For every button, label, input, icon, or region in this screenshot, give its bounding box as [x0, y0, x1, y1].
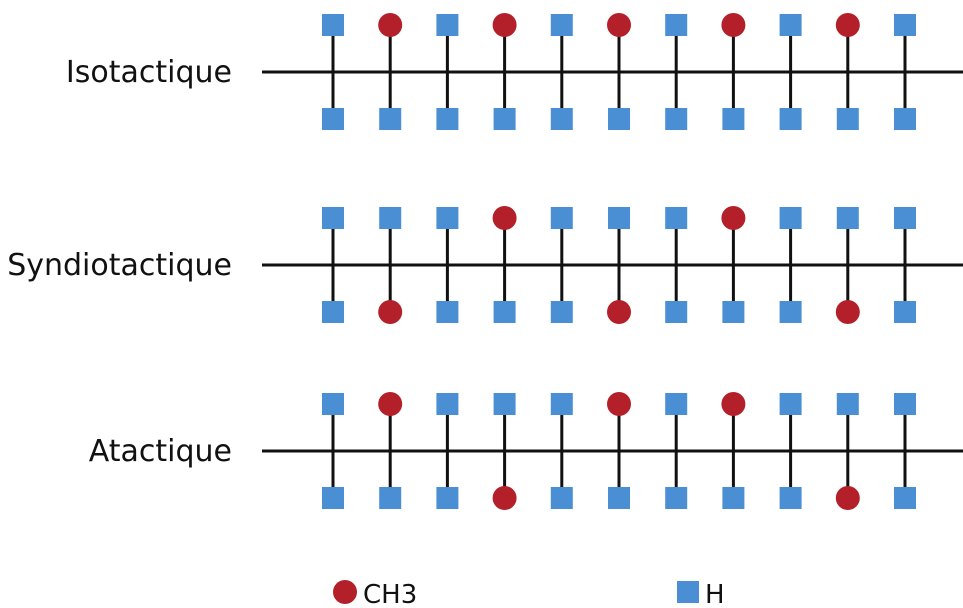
legend-ch3-label: CH3: [363, 580, 417, 608]
top-ch3-marker: [607, 13, 631, 37]
top-ch3-marker: [607, 392, 631, 416]
bottom-h-marker: [493, 108, 516, 130]
top-h-marker: [779, 207, 802, 229]
top-h-marker: [665, 207, 688, 229]
top-h-marker: [322, 393, 344, 415]
bottom-ch3-marker: [378, 300, 403, 324]
top-h-marker: [550, 14, 573, 36]
top-ch3-marker: [492, 13, 517, 37]
bottom-h-marker: [436, 108, 459, 130]
top-h-marker: [779, 14, 802, 36]
legend-h-label: H: [705, 580, 725, 608]
bottom-h-marker: [665, 108, 688, 130]
row-label: Isotactique: [66, 55, 232, 90]
bottom-h-marker: [436, 301, 459, 323]
top-h-marker: [436, 207, 459, 229]
legend-h-marker: [677, 581, 699, 603]
bottom-h-marker: [665, 301, 688, 323]
top-ch3-marker: [492, 206, 517, 230]
top-ch3-marker: [835, 13, 860, 37]
top-h-marker: [836, 393, 859, 415]
bottom-h-marker: [779, 487, 802, 509]
bottom-h-marker: [779, 108, 802, 130]
top-ch3-marker: [721, 392, 746, 416]
top-ch3-marker: [721, 206, 746, 230]
bottom-h-marker: [608, 108, 630, 130]
top-h-marker: [436, 393, 459, 415]
bottom-h-marker: [493, 301, 516, 323]
bottom-h-marker: [550, 301, 573, 323]
polymer-row: Atactique: [89, 392, 963, 510]
bottom-h-marker: [722, 108, 745, 130]
bottom-h-marker: [436, 487, 459, 509]
top-h-marker: [894, 207, 916, 229]
bottom-ch3-marker: [492, 486, 517, 510]
top-h-marker: [894, 393, 916, 415]
polymer-row: Isotactique: [66, 13, 963, 130]
top-h-marker: [779, 393, 802, 415]
bottom-ch3-marker: [835, 486, 860, 510]
legend: CH3 H: [333, 580, 725, 608]
top-h-marker: [322, 207, 344, 229]
top-h-marker: [493, 393, 516, 415]
bottom-h-marker: [322, 108, 344, 130]
bottom-h-marker: [894, 487, 916, 509]
top-h-marker: [379, 207, 402, 229]
legend-ch3-marker: [333, 580, 357, 604]
bottom-h-marker: [379, 487, 402, 509]
bottom-h-marker: [322, 487, 344, 509]
top-h-marker: [550, 393, 573, 415]
bottom-h-marker: [894, 301, 916, 323]
bottom-ch3-marker: [607, 300, 631, 324]
top-h-marker: [894, 14, 916, 36]
top-h-marker: [608, 207, 630, 229]
bottom-h-marker: [894, 108, 916, 130]
bottom-h-marker: [379, 108, 402, 130]
row-label: Atactique: [89, 434, 232, 469]
top-ch3-marker: [378, 13, 403, 37]
top-h-marker: [836, 207, 859, 229]
top-h-marker: [665, 14, 688, 36]
bottom-h-marker: [665, 487, 688, 509]
bottom-h-marker: [322, 301, 344, 323]
polymer-row: Syndiotactique: [7, 206, 963, 324]
top-ch3-marker: [721, 13, 746, 37]
top-h-marker: [550, 207, 573, 229]
top-ch3-marker: [378, 392, 403, 416]
top-h-marker: [436, 14, 459, 36]
bottom-h-marker: [722, 487, 745, 509]
bottom-h-marker: [550, 108, 573, 130]
bottom-h-marker: [550, 487, 573, 509]
bottom-h-marker: [779, 301, 802, 323]
bottom-h-marker: [608, 487, 630, 509]
row-label: Syndiotactique: [7, 248, 232, 283]
top-h-marker: [322, 14, 344, 36]
bottom-ch3-marker: [835, 300, 860, 324]
bottom-h-marker: [722, 301, 745, 323]
bottom-h-marker: [836, 108, 859, 130]
top-h-marker: [665, 393, 688, 415]
